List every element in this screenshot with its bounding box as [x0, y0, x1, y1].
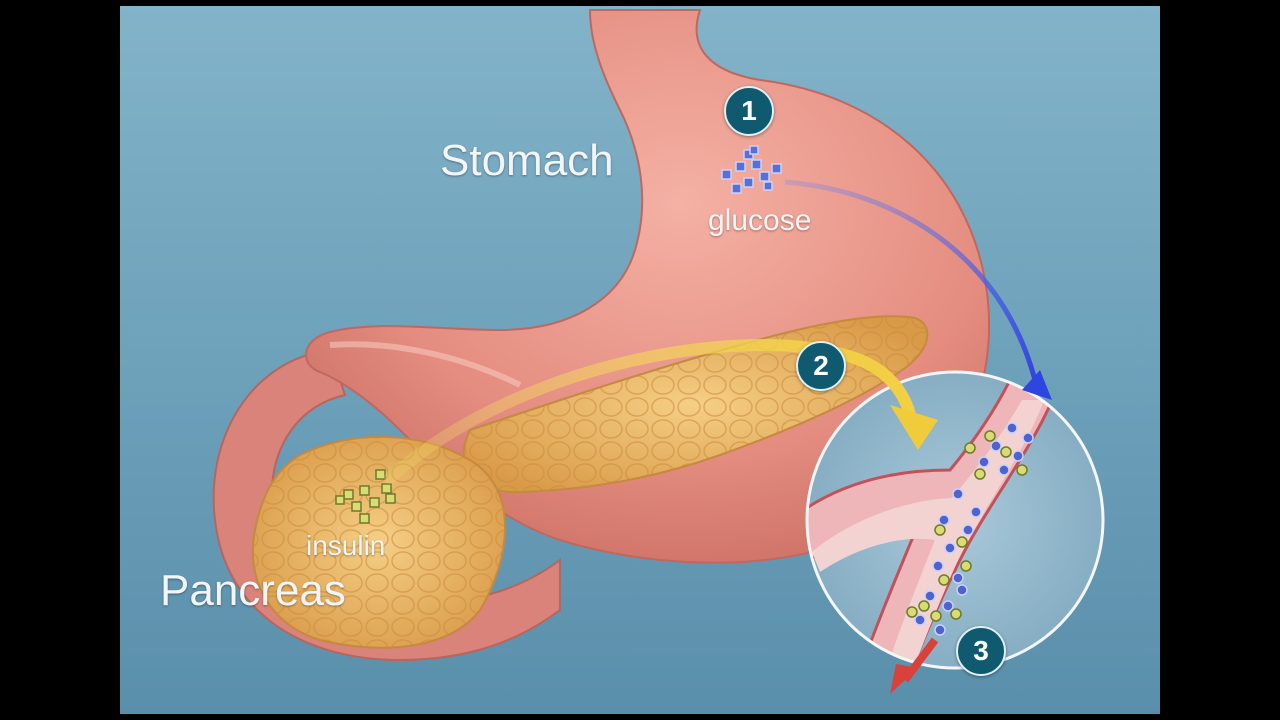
glucose-label: glucose — [708, 204, 812, 237]
step-3-badge: 3 — [956, 626, 1006, 676]
glucose-molecules — [721, 145, 782, 194]
step-2-badge: 2 — [796, 341, 846, 391]
stomach-label: Stomach — [440, 136, 614, 185]
insulin-label: insulin — [306, 530, 386, 561]
glucose-arrow — [784, 179, 1038, 381]
glucose-arrowhead — [1022, 370, 1052, 400]
step-1-badge: 1 — [724, 86, 774, 136]
insulin-arrowhead — [890, 405, 938, 450]
output-arrowhead — [890, 664, 918, 694]
blood-vessel-magnified — [805, 370, 1105, 670]
insulin-arrow — [384, 338, 916, 484]
pancreas-label: Pancreas — [160, 566, 346, 615]
insulin-molecules — [335, 469, 396, 524]
